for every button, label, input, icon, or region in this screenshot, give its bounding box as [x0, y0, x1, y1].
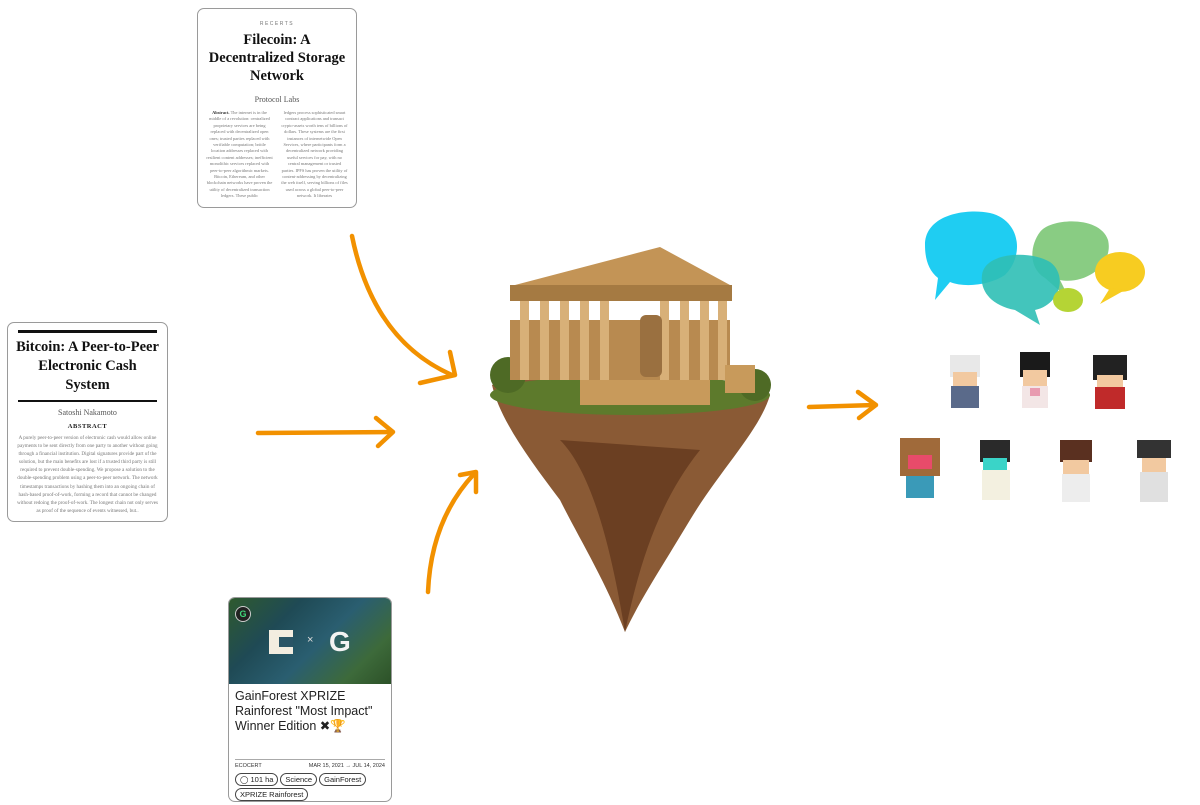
- floating-island-temple-illustration: [490, 247, 771, 632]
- issuer: ECOCERT: [235, 763, 262, 769]
- abstract-column-1: Abstract. The internet is in the middle …: [206, 110, 273, 200]
- arrow-from-gainforest: [425, 469, 479, 595]
- hypercert-title: GainForest XPRIZE Rainforest "Most Impac…: [235, 689, 373, 733]
- logo-separator: ×: [307, 634, 314, 646]
- paper-title: Bitcoin: A Peer-to-Peer Electronic Cash …: [16, 339, 159, 393]
- gainforest-logo-icon: G: [329, 626, 351, 657]
- speech-bubbles-illustration: [925, 211, 1145, 325]
- avatar-6: [1060, 440, 1092, 502]
- tag-gainforest[interactable]: GainForest: [319, 773, 367, 786]
- pixel-avatars-community: [900, 352, 1171, 502]
- rainforest-cover-image: G × G: [229, 598, 391, 684]
- paper-author: Protocol Labs: [254, 95, 300, 104]
- paper-kicker: RECERTS: [259, 21, 295, 27]
- arrow-from-filecoin: [349, 233, 458, 386]
- paper-title: Filecoin: A Decentralized Storage Networ…: [208, 32, 346, 84]
- avatar-5: [980, 440, 1010, 500]
- abstract-text: The internet is in the middle of a revol…: [206, 110, 273, 199]
- divider: [18, 330, 157, 333]
- arrow-from-bitcoin: [255, 415, 396, 449]
- arrow-to-community: [806, 389, 879, 421]
- avatar-2: [1020, 352, 1050, 408]
- avatar-3: [1093, 355, 1127, 409]
- paper-author: Satoshi Nakamoto: [58, 408, 117, 417]
- abstract-label: Abstract.: [212, 110, 230, 115]
- divider: [18, 400, 157, 402]
- date-range: MAR 15, 2021 → JUL 14, 2024: [308, 763, 385, 769]
- avatar-4: [900, 438, 940, 498]
- avatar-1: [950, 355, 980, 408]
- avatar-7: [1137, 440, 1171, 502]
- gainforest-badge-icon: G: [235, 606, 251, 622]
- tag-science[interactable]: Science: [280, 773, 318, 786]
- gainforest-hypercert-card[interactable]: G × G GainForest XPRIZE Rainforest "Most…: [228, 597, 392, 802]
- tag-xprize-rainforest[interactable]: XPRIZE Rainforest: [235, 788, 309, 801]
- filecoin-paper-card[interactable]: RECERTS Filecoin: A Decentralized Storag…: [197, 8, 357, 208]
- abstract-text: A purely peer-to-peer version of electro…: [16, 435, 159, 514]
- abstract-column-2: ledgers process sophisticated smart cont…: [281, 110, 348, 199]
- abstract-heading: ABSTRACT: [67, 423, 108, 430]
- c-logo-icon: [269, 630, 293, 654]
- bitcoin-paper-card[interactable]: Bitcoin: A Peer-to-Peer Electronic Cash …: [7, 322, 168, 522]
- tag-area[interactable]: ◯ 101 ha: [235, 773, 279, 786]
